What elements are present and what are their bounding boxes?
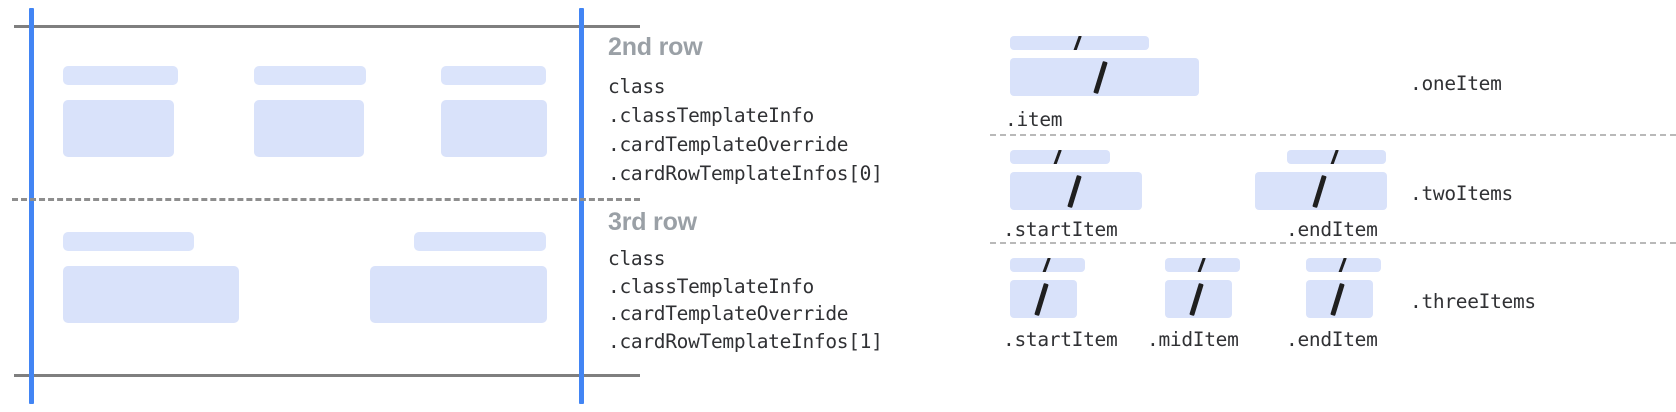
row3-line-classTemplateInfo: .classTemplateInfo [608,275,814,298]
row3-line-cardRowTemplateInfos: .cardRowTemplateInfos[1] [608,330,883,353]
threeitems-miditem-title-slot [1165,258,1240,272]
slash-icon [1189,282,1204,317]
slash-icon [1330,282,1345,317]
row2-col3-body-block [441,100,547,157]
slash-icon [1330,150,1339,164]
row2-col2-body-block [254,100,364,157]
slash-icon [1067,174,1082,209]
row3-col2-body-block [370,266,547,323]
right-edge-guide [579,8,584,404]
threeitems-startitem-title-slot [1010,258,1085,272]
section-divider-2 [990,242,1676,244]
slash-icon [1093,60,1108,95]
row2-line-class: class [608,75,666,98]
row2-col1-title-block [63,66,178,85]
bottom-boundary-rule [14,374,640,377]
threeitems-enditem-label: .endItem [1286,328,1378,351]
row2-line-classTemplateInfo: .classTemplateInfo [608,104,814,127]
row-annotations: 2nd row class .classTemplateInfo .cardTe… [604,0,984,412]
slash-icon [1338,258,1347,272]
slash-icon [1042,258,1051,272]
row-heading-2nd: 2nd row [608,33,703,61]
left-edge-guide [29,8,34,404]
row-divider [12,198,640,201]
row-heading-3rd: 3rd row [608,208,697,236]
twoitems-startitem-title-slot [1010,150,1110,164]
group-label-twoitems: .twoItems [1410,182,1513,205]
row2-line-cardRowTemplateInfos: .cardRowTemplateInfos[0] [608,162,883,185]
group-label-threeitems: .threeItems [1410,290,1536,313]
threeitems-enditem-title-slot [1306,258,1381,272]
threeitems-enditem-body-slot [1306,280,1373,318]
threeitems-startitem-label: .startItem [1003,328,1118,351]
section-divider-1 [990,134,1676,136]
oneitem-item-title-slot [1010,36,1149,50]
twoitems-enditem-title-slot [1287,150,1386,164]
row3-col2-title-block [414,232,546,251]
row2-col1-body-block [63,100,174,157]
row2-col2-title-block [254,66,366,85]
threeitems-miditem-body-slot [1165,280,1232,318]
oneitem-item-body-slot [1010,58,1199,96]
card-rows-preview [0,0,640,412]
row2-line-cardTemplateOverride: .cardTemplateOverride [608,133,849,156]
threeitems-miditem-label: .midItem [1147,328,1239,351]
twoitems-startitem-body-slot [1010,172,1142,210]
twoitems-enditem-body-slot [1255,172,1387,210]
threeitems-startitem-body-slot [1010,280,1077,318]
slash-icon [1197,258,1206,272]
slash-icon [1073,36,1082,50]
group-label-oneitem: .oneItem [1410,72,1502,95]
twoitems-enditem-label: .endItem [1286,218,1378,241]
slash-icon [1034,282,1049,317]
top-boundary-rule [14,25,640,28]
slash-icon [1312,174,1327,209]
twoitems-startitem-label: .startItem [1003,218,1118,241]
row3-line-cardTemplateOverride: .cardTemplateOverride [608,302,849,325]
row2-col3-title-block [441,66,546,85]
row3-line-class: class [608,247,666,270]
row3-col1-body-block [63,266,239,323]
row3-col1-title-block [63,232,194,251]
oneitem-item-label: .item [1005,108,1063,131]
slash-icon [1053,150,1062,164]
row-item-variants: .item .oneItem .startItem .endItem .twoI… [984,0,1676,412]
